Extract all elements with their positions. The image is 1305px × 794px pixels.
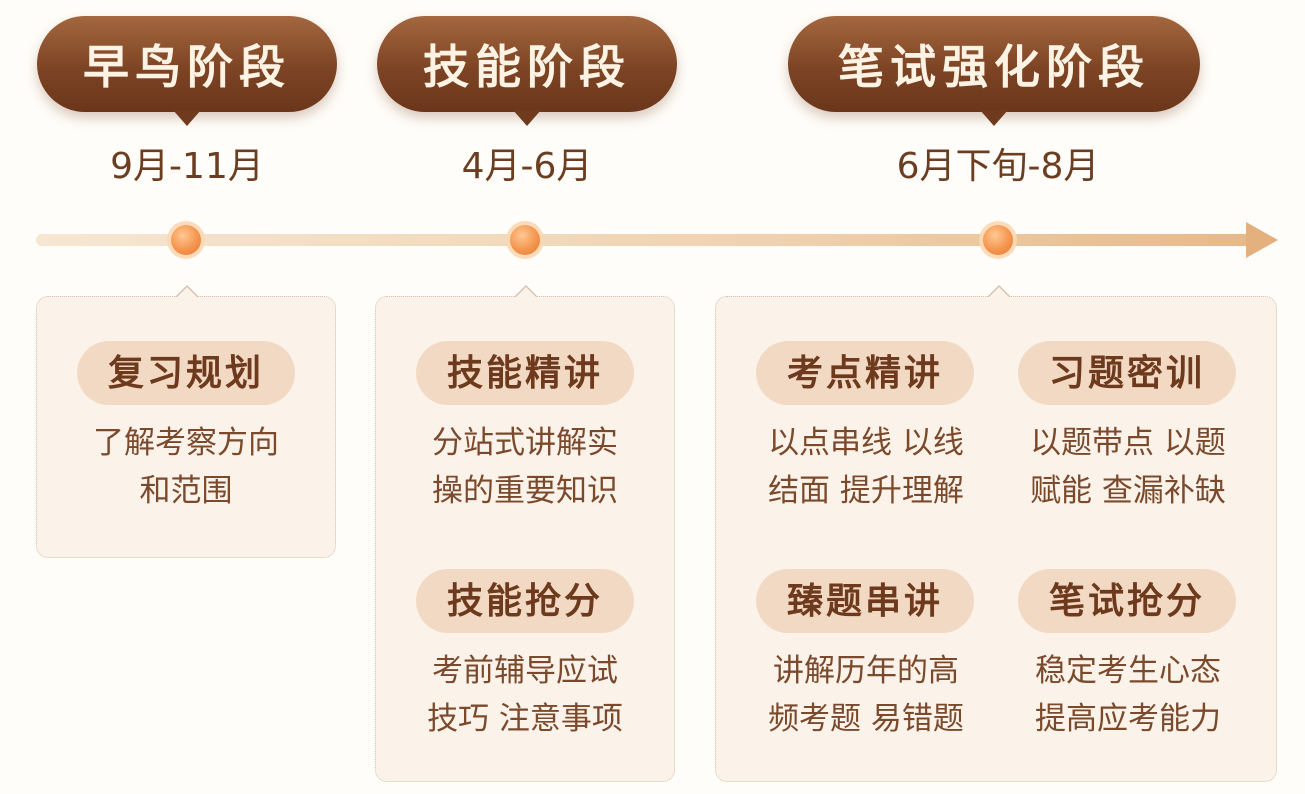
topic-pill: 考点精讲	[756, 341, 974, 405]
topic-description: 以题带点 以题 赋能 查漏补缺	[1030, 425, 1226, 509]
stage-card-early-bird: 复习规划 了解考察方向 和范围	[36, 285, 336, 558]
stage-period-skills: 4月-6月	[461, 146, 593, 187]
stage-period-early-bird: 9月-11月	[110, 146, 264, 187]
topic-pill: 技能精讲	[416, 341, 634, 405]
stage-period-written-exam: 6月下旬-8月	[896, 146, 1100, 187]
stage-badge-early-bird: 早鸟阶段	[37, 16, 337, 126]
topic-pill: 臻题串讲	[756, 569, 974, 633]
topic-pill: 笔试抢分	[1018, 569, 1236, 633]
card-pointer	[175, 285, 199, 298]
timeline-dot-skills	[510, 225, 540, 255]
topic-description: 分站式讲解实 操的重要知识	[432, 425, 618, 509]
topic-pill: 习题密训	[1018, 341, 1236, 405]
stage-card-skills: 技能精讲 分站式讲解实 操的重要知识 技能抢分 考前辅导应试 技巧 注意事项	[375, 285, 675, 782]
topic-description: 讲解历年的高 频考题 易错题	[768, 653, 964, 737]
topic-pill: 技能抢分	[416, 569, 634, 633]
stage-badge-skills: 技能阶段	[377, 16, 677, 126]
stage-card-written-exam: 考点精讲 以点串线 以线 结面 提升理解 习题密训 以题带点 以题 赋能 查漏补…	[715, 285, 1277, 782]
topic-description: 以点串线 以线 结面 提升理解	[768, 425, 964, 509]
stage-badge-written-exam: 笔试强化阶段	[788, 16, 1200, 126]
card-pointer	[987, 285, 1011, 298]
topic-pill: 复习规划	[77, 341, 295, 405]
timeline-dot-written-exam	[983, 225, 1013, 255]
timeline-bar	[36, 234, 1254, 246]
topic-description: 稳定考生心态 提高应考能力	[1035, 653, 1221, 737]
topic-description: 考前辅导应试 技巧 注意事项	[427, 653, 623, 737]
arrow-right-icon	[1246, 222, 1278, 258]
card-pointer	[514, 285, 538, 298]
topic-description: 了解考察方向 和范围	[93, 425, 279, 509]
timeline-dot-early-bird	[171, 225, 201, 255]
